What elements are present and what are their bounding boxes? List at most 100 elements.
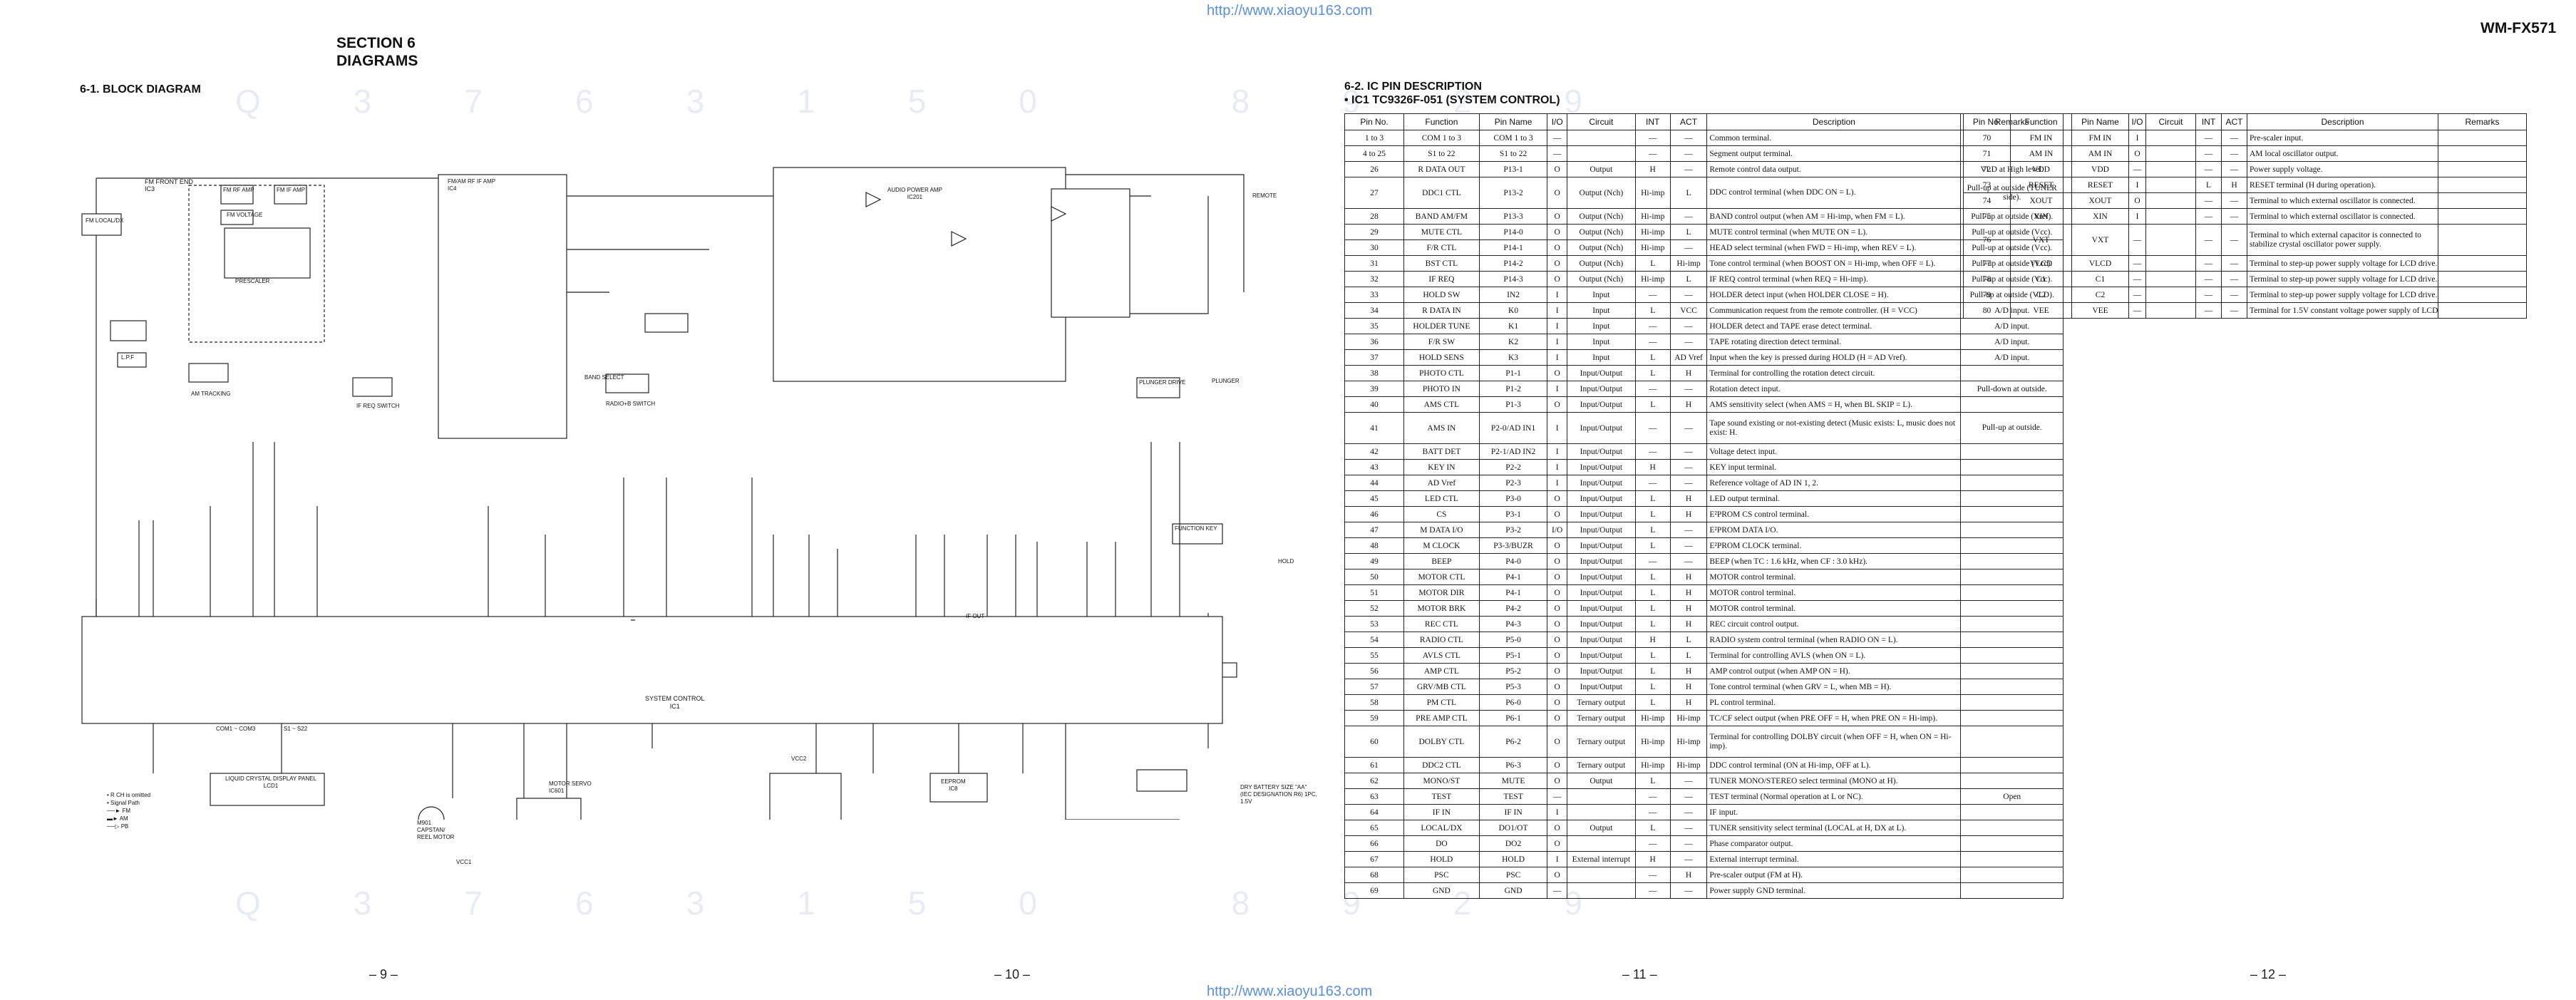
table-cell <box>1567 130 1636 146</box>
table-cell: H <box>1669 867 1708 883</box>
table-cell: BAND AM/FM <box>1403 208 1480 225</box>
table-cell: Input when the key is pressed during HOL… <box>1706 349 1962 366</box>
table-cell: — <box>1669 882 1708 899</box>
table-cell: P4-0 <box>1478 553 1548 569</box>
table-cell: Terminal to which external capacitor is … <box>2247 224 2438 256</box>
table-cell: MUTE control terminal (when MUTE ON = L)… <box>1706 224 1962 240</box>
table-cell: P13-2 <box>1478 177 1548 209</box>
table-cell: O <box>1547 271 1568 287</box>
table-cell: 41 <box>1344 412 1405 444</box>
ic201-block <box>773 167 1066 382</box>
table-cell: 72 <box>1963 161 2011 177</box>
table-cell <box>2145 302 2196 319</box>
table-cell: L <box>1634 679 1671 695</box>
column-header: Function <box>2010 113 2072 130</box>
table-cell: REC CTL <box>1403 616 1480 632</box>
table-cell: I <box>1547 443 1568 460</box>
table-cell: Tape sound existing or not-existing dete… <box>1706 412 1962 444</box>
label-function-key: FUNCTION KEY <box>1175 525 1217 532</box>
table-cell: Terminal to which external oscillator is… <box>2247 208 2438 225</box>
table-cell: Input/Output <box>1567 443 1636 460</box>
table-cell: Ternary output <box>1567 694 1636 711</box>
table-cell: Output (Nch) <box>1567 239 1636 256</box>
table-cell: — <box>1634 412 1671 444</box>
table-cell: Input/Output <box>1567 569 1636 585</box>
label-hold: HOLD <box>1278 558 1294 565</box>
table-cell: TUNER MONO/STEREO select terminal (MONO … <box>1706 773 1962 789</box>
table-cell: Input/Output <box>1567 632 1636 648</box>
table-cell <box>1960 647 2064 664</box>
label-capstan-motor: M901 CAPSTAN/ REEL MOTOR <box>417 820 455 840</box>
table-cell: IF REQ <box>1403 271 1480 287</box>
table-cell: 66 <box>1344 835 1405 852</box>
table-cell: H <box>1669 365 1708 381</box>
table-cell: HOLDER detect and TAPE erase detect term… <box>1706 318 1962 334</box>
table-cell: BEEP (when TC : 1.6 kHz, when CF : 3.0 k… <box>1706 553 1962 569</box>
table-cell: IF REQ control terminal (when REQ = Hi-i… <box>1706 271 1962 287</box>
table-cell <box>1960 506 2064 522</box>
label-prescaler: PRESCALER <box>235 278 270 284</box>
footer-url[interactable]: http://www.xiaoyu163.com <box>1207 984 1373 999</box>
table-cell: — <box>1669 553 1708 569</box>
table-cell: O <box>1547 506 1568 522</box>
table-cell: L <box>1634 365 1671 381</box>
table-cell: P4-1 <box>1478 569 1548 585</box>
table-cell: O <box>1547 177 1568 209</box>
table-cell: Input/Output <box>1567 490 1636 507</box>
table-cell: AVLS CTL <box>1403 647 1480 664</box>
table-cell: HOLD SW <box>1403 287 1480 303</box>
table-cell: 43 <box>1344 459 1405 475</box>
table-cell <box>1960 632 2064 648</box>
column-header: ACT <box>1669 113 1708 130</box>
table-cell: 54 <box>1344 632 1405 648</box>
table-cell: XIN <box>2010 208 2072 225</box>
table-cell: I <box>2128 177 2146 193</box>
table-cell: 52 <box>1344 600 1405 617</box>
table-cell: — <box>2128 161 2146 177</box>
table-cell: S1 to 22 <box>1403 145 1480 162</box>
table-cell: P14-0 <box>1478 224 1548 240</box>
table-cell: DDC control terminal (ON at Hi-imp, OFF … <box>1706 757 1962 773</box>
table-cell: 69 <box>1344 882 1405 899</box>
table-cell <box>1960 851 2064 867</box>
table-cell: Input/Output <box>1567 365 1636 381</box>
table-cell: L <box>1634 522 1671 538</box>
table-cell <box>1567 882 1636 899</box>
table-cell: Hi-imp <box>1634 271 1671 287</box>
table-cell: FM IN <box>2010 130 2072 146</box>
table-cell: P2-2 <box>1478 459 1548 475</box>
table-cell: MOTOR control terminal. <box>1706 569 1962 585</box>
table-cell: 29 <box>1344 224 1405 240</box>
table-cell: H <box>1669 663 1708 679</box>
table-cell: Input/Output <box>1567 522 1636 538</box>
table-cell: MOTOR BRK <box>1403 600 1480 617</box>
table-cell: P4-3 <box>1478 616 1548 632</box>
table-cell <box>2438 302 2527 319</box>
table-cell: O <box>1547 161 1568 177</box>
column-header: INT <box>1634 113 1671 130</box>
table-cell: PSC <box>1403 867 1480 883</box>
table-cell: PRE AMP CTL <box>1403 710 1480 726</box>
table-cell: I <box>1547 851 1568 867</box>
table-cell: — <box>2221 224 2247 256</box>
table-cell: 39 <box>1344 381 1405 397</box>
table-cell: Power supply GND terminal. <box>1706 882 1962 899</box>
column-header: I/O <box>2128 113 2146 130</box>
header-url[interactable]: http://www.xiaoyu163.com <box>1207 3 1373 19</box>
table-cell: External interrupt <box>1567 851 1636 867</box>
table-cell: Hi-imp <box>1634 224 1671 240</box>
table-cell: P13-3 <box>1478 208 1548 225</box>
